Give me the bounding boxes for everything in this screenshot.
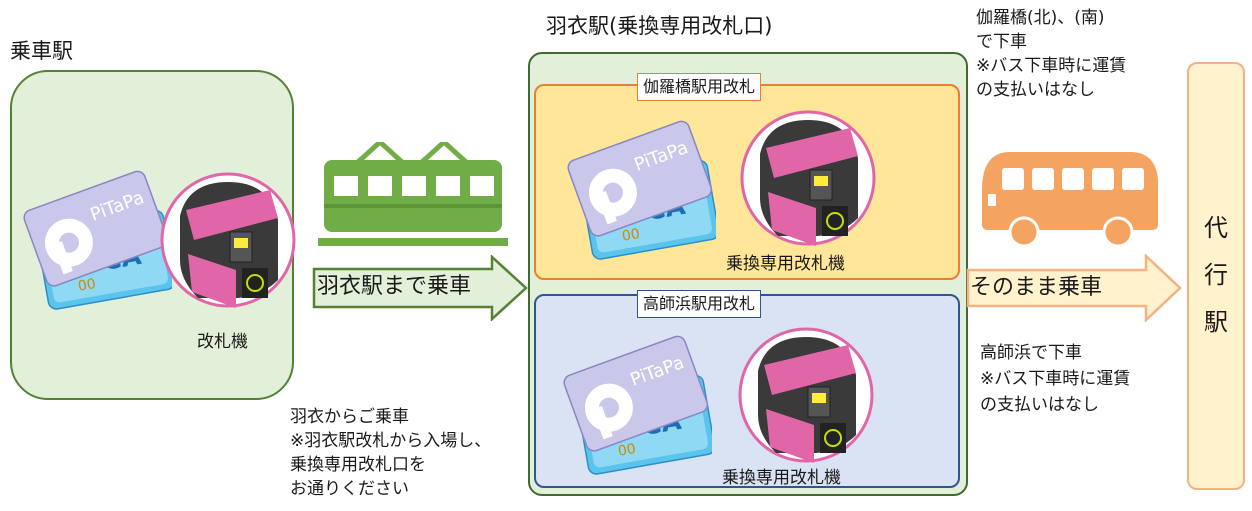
- takashinohama-gate-label: 高師浜駅用改札: [637, 290, 762, 318]
- karabashi-bus-note-line-4: の支払いはなし: [976, 80, 1095, 100]
- karabashi-bus-note-line-2: で下車: [976, 32, 1027, 52]
- karabashi-bus-note-line-3: ※バス下車時に運賃: [976, 56, 1127, 76]
- karabashi-bus-note-line-1: 伽羅橋(北)、(南): [976, 8, 1105, 28]
- ticket-gate-icon: [160, 172, 296, 310]
- ic-card-icon: [22, 168, 172, 310]
- hagoromo-note-line-3: 乗換専用改札口を: [290, 455, 426, 475]
- substitute-station-box: [1187, 62, 1245, 490]
- arrow-to-hagoromo: [312, 255, 528, 321]
- takashinohama-bus-note-line-3: の支払いはなし: [980, 395, 1099, 415]
- transfer-station-title: 羽衣駅(乗換専用改札口): [546, 14, 773, 38]
- arrow-continue-ride: [966, 254, 1182, 322]
- substitute-station-char-1: 代: [1204, 214, 1228, 242]
- ticket-gate-icon: [738, 327, 874, 465]
- boarding-gate-caption: 改札機: [197, 332, 248, 352]
- arrow-continue-ride-label: そのまま乗車: [970, 275, 1103, 300]
- ticket-gate-icon: [740, 110, 876, 248]
- hagoromo-note-line-4: お通りください: [290, 479, 409, 499]
- karabashi-gate-label: 伽羅橋駅用改札: [637, 73, 762, 101]
- takashinohama-bus-note-line-1: 高師浜で下車: [980, 343, 1082, 363]
- hagoromo-note-line-1: 羽衣からご乗車: [290, 407, 409, 427]
- boarding-station-title: 乗車駅: [10, 39, 73, 63]
- karabashi-machine-caption: 乗換専用改札機: [726, 254, 845, 274]
- takashinohama-machine-caption: 乗換専用改札機: [722, 468, 841, 488]
- substitute-station-char-3: 駅: [1204, 308, 1228, 336]
- takashinohama-bus-note-line-2: ※バス下車時に運賃: [980, 369, 1131, 389]
- ic-card-icon: [562, 333, 712, 475]
- ic-card-icon: [566, 118, 716, 260]
- arrow-to-hagoromo-label: 羽衣駅まで乗車: [317, 274, 472, 299]
- substitute-station-char-2: 行: [1204, 261, 1228, 289]
- substitute-station-label: 代 行 駅: [1187, 205, 1245, 346]
- train-icon: [318, 142, 508, 246]
- hagoromo-note-line-2: ※羽衣駅改札から入場し、: [290, 431, 492, 451]
- bus-icon: [982, 152, 1158, 248]
